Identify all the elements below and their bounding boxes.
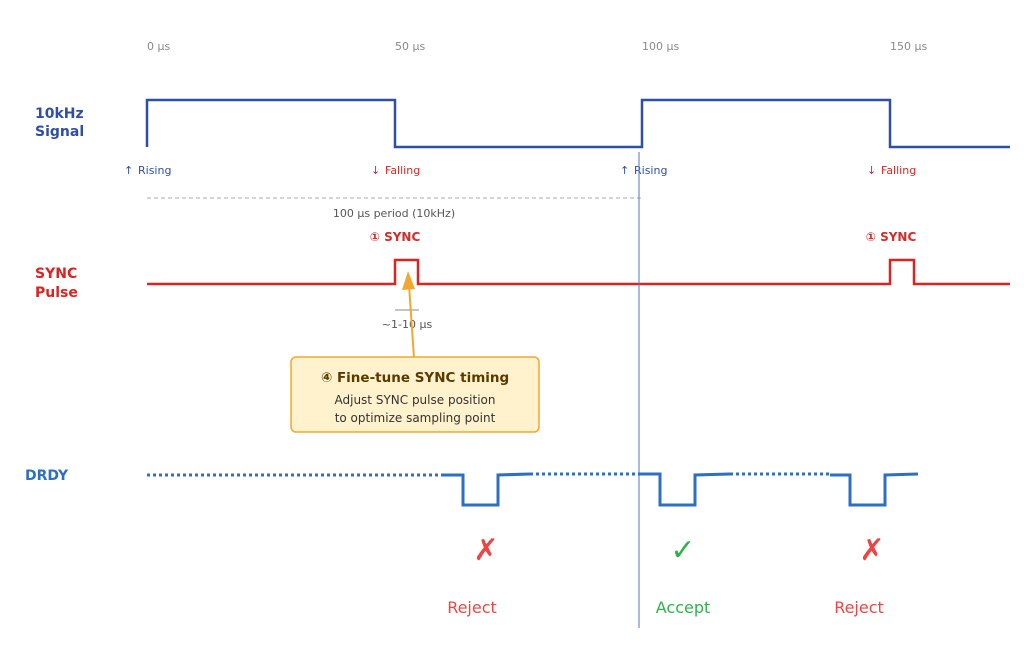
falling-arrow-icon: ↓ — [371, 164, 380, 177]
signal-waveform — [145, 98, 1010, 149]
callout-background — [290, 356, 540, 433]
edge-label-rising-1: ↑ Rising — [124, 164, 171, 177]
reject-x-icon: ✗ — [473, 533, 498, 568]
sync-waveform — [147, 258, 1010, 286]
callout-line-2: to optimize sampling point — [335, 411, 496, 425]
drdy-label: DRDY — [25, 468, 69, 484]
callout-line-1: Adjust SYNC pulse position — [335, 393, 496, 407]
pulse-width-label: ~1-10 µs — [382, 318, 433, 331]
verdict-reject-1: Reject — [447, 598, 497, 617]
drdy-pulse-3 — [830, 472, 919, 507]
edge-text: Falling — [385, 164, 420, 177]
rising-arrow-icon: ↑ — [620, 164, 629, 177]
sync-label-line1: SYNC — [35, 266, 77, 282]
signal-row: 10kHz Signal ↑ Rising ↓ Falling ↑ Rising… — [35, 98, 1010, 220]
edge-text: Rising — [634, 164, 667, 177]
signal-label-line1: 10kHz — [35, 106, 84, 122]
rising-arrow-icon: ↑ — [124, 164, 133, 177]
drdy-pulse-2 — [640, 472, 731, 507]
period-label: 100 µs period (10kHz) — [333, 207, 455, 220]
verdict-reject-2: Reject — [834, 598, 884, 617]
tick-100us: 100 µs — [642, 40, 679, 53]
drdy-pulse-1 — [444, 472, 531, 507]
verdicts: ✗ Reject ✓ Accept ✗ Reject — [447, 533, 884, 617]
tick-150us: 150 µs — [890, 40, 927, 53]
sync-row: SYNC Pulse ① SYNC ① SYNC ~1-10 µs — [35, 230, 1010, 331]
time-axis: 0 µs 50 µs 100 µs 150 µs — [147, 40, 927, 53]
verdict-accept: Accept — [656, 598, 711, 617]
reject-x-icon: ✗ — [859, 533, 884, 568]
signal-label-line2: Signal — [35, 124, 84, 140]
falling-arrow-icon: ↓ — [867, 164, 876, 177]
tick-50us: 50 µs — [395, 40, 425, 53]
callout-title: ④ Fine-tune SYNC timing — [321, 370, 509, 386]
edge-label-rising-2: ↑ Rising — [620, 164, 667, 177]
accept-check-icon: ✓ — [670, 533, 695, 568]
callout-arrow — [402, 271, 415, 359]
callout-box: ④ Fine-tune SYNC timing Adjust SYNC puls… — [290, 356, 540, 433]
sync-pulse-label-1: ① SYNC — [370, 230, 421, 244]
callout-arrow-shaft — [408, 284, 415, 359]
edge-text: Rising — [138, 164, 171, 177]
drdy-row: DRDY — [25, 468, 919, 507]
callout-arrow-head — [402, 271, 415, 290]
tick-0us: 0 µs — [147, 40, 170, 53]
edge-label-falling-2: ↓ Falling — [867, 164, 916, 177]
sync-pulse-label-2: ① SYNC — [866, 230, 917, 244]
edge-label-falling-1: ↓ Falling — [371, 164, 420, 177]
sync-label-line2: Pulse — [35, 285, 78, 301]
edge-text: Falling — [881, 164, 916, 177]
